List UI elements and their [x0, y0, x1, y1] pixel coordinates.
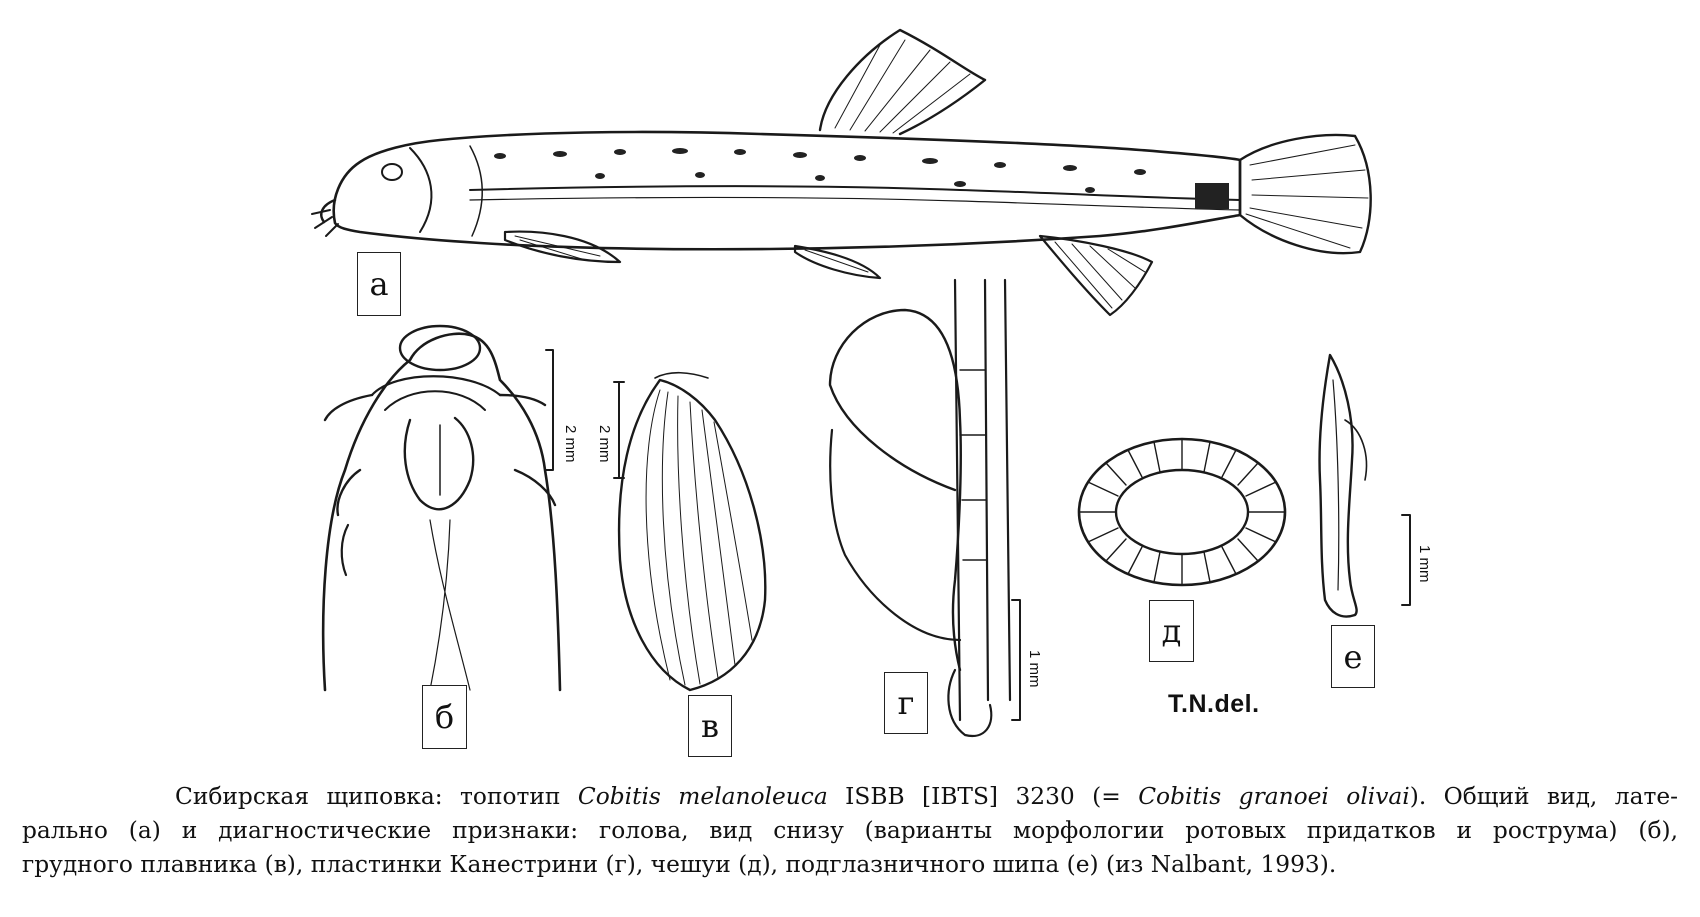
caption-line-1: Сибирская щиповка: топотип Cobitis melan…	[22, 780, 1678, 814]
caption-text-3: ). Общий вид, лате-	[1409, 783, 1679, 810]
caption-line-2: рально (а) и диагностические признаки: г…	[22, 817, 1678, 844]
caption-line-3: грудного плавника (в), пластинки Канестр…	[22, 851, 1337, 878]
head-ventral-drawing: 2 mm	[321, 324, 579, 692]
panel-label-e: е	[1331, 625, 1375, 688]
figure-panel: 2 mm 2 mm 1	[311, 28, 1433, 757]
illustrator-credit: T.N.del.	[1168, 690, 1260, 718]
panel-label-v: в	[688, 695, 732, 757]
lamina-canestrini-drawing: 1 mm	[828, 278, 1043, 738]
figure-drawings: 2 mm 2 mm 1	[311, 28, 1433, 738]
scale-ring-drawing	[1077, 437, 1287, 587]
caption-text-1: Сибирская щиповка: топотип	[175, 783, 578, 810]
fish-lateral-drawing	[311, 28, 1372, 317]
scale-bar-label-e: 1 mm	[1416, 545, 1433, 583]
panel-label-b: б	[422, 685, 467, 749]
scale-bar-label-v: 2 mm	[596, 425, 613, 463]
panel-label-d: д	[1149, 600, 1194, 662]
suborbital-spine-drawing: 1 mm	[1318, 353, 1433, 618]
caption-text-2: ISBB [IBTS] 3230 (=	[827, 783, 1139, 810]
figure-caption: Сибирская щиповка: топотип Cobitis melan…	[22, 780, 1678, 882]
caption-species-1: Cobitis melanoleuca	[577, 783, 828, 810]
panel-label-g: г	[884, 672, 928, 734]
caption-species-2: Cobitis granoei olivai	[1138, 783, 1410, 810]
panel-label-a: а	[357, 252, 401, 316]
scale-bar-label-b: 2 mm	[562, 425, 579, 463]
scale-bar-label-g: 1 mm	[1026, 650, 1043, 688]
pectoral-fin-drawing: 2 mm	[596, 371, 767, 692]
